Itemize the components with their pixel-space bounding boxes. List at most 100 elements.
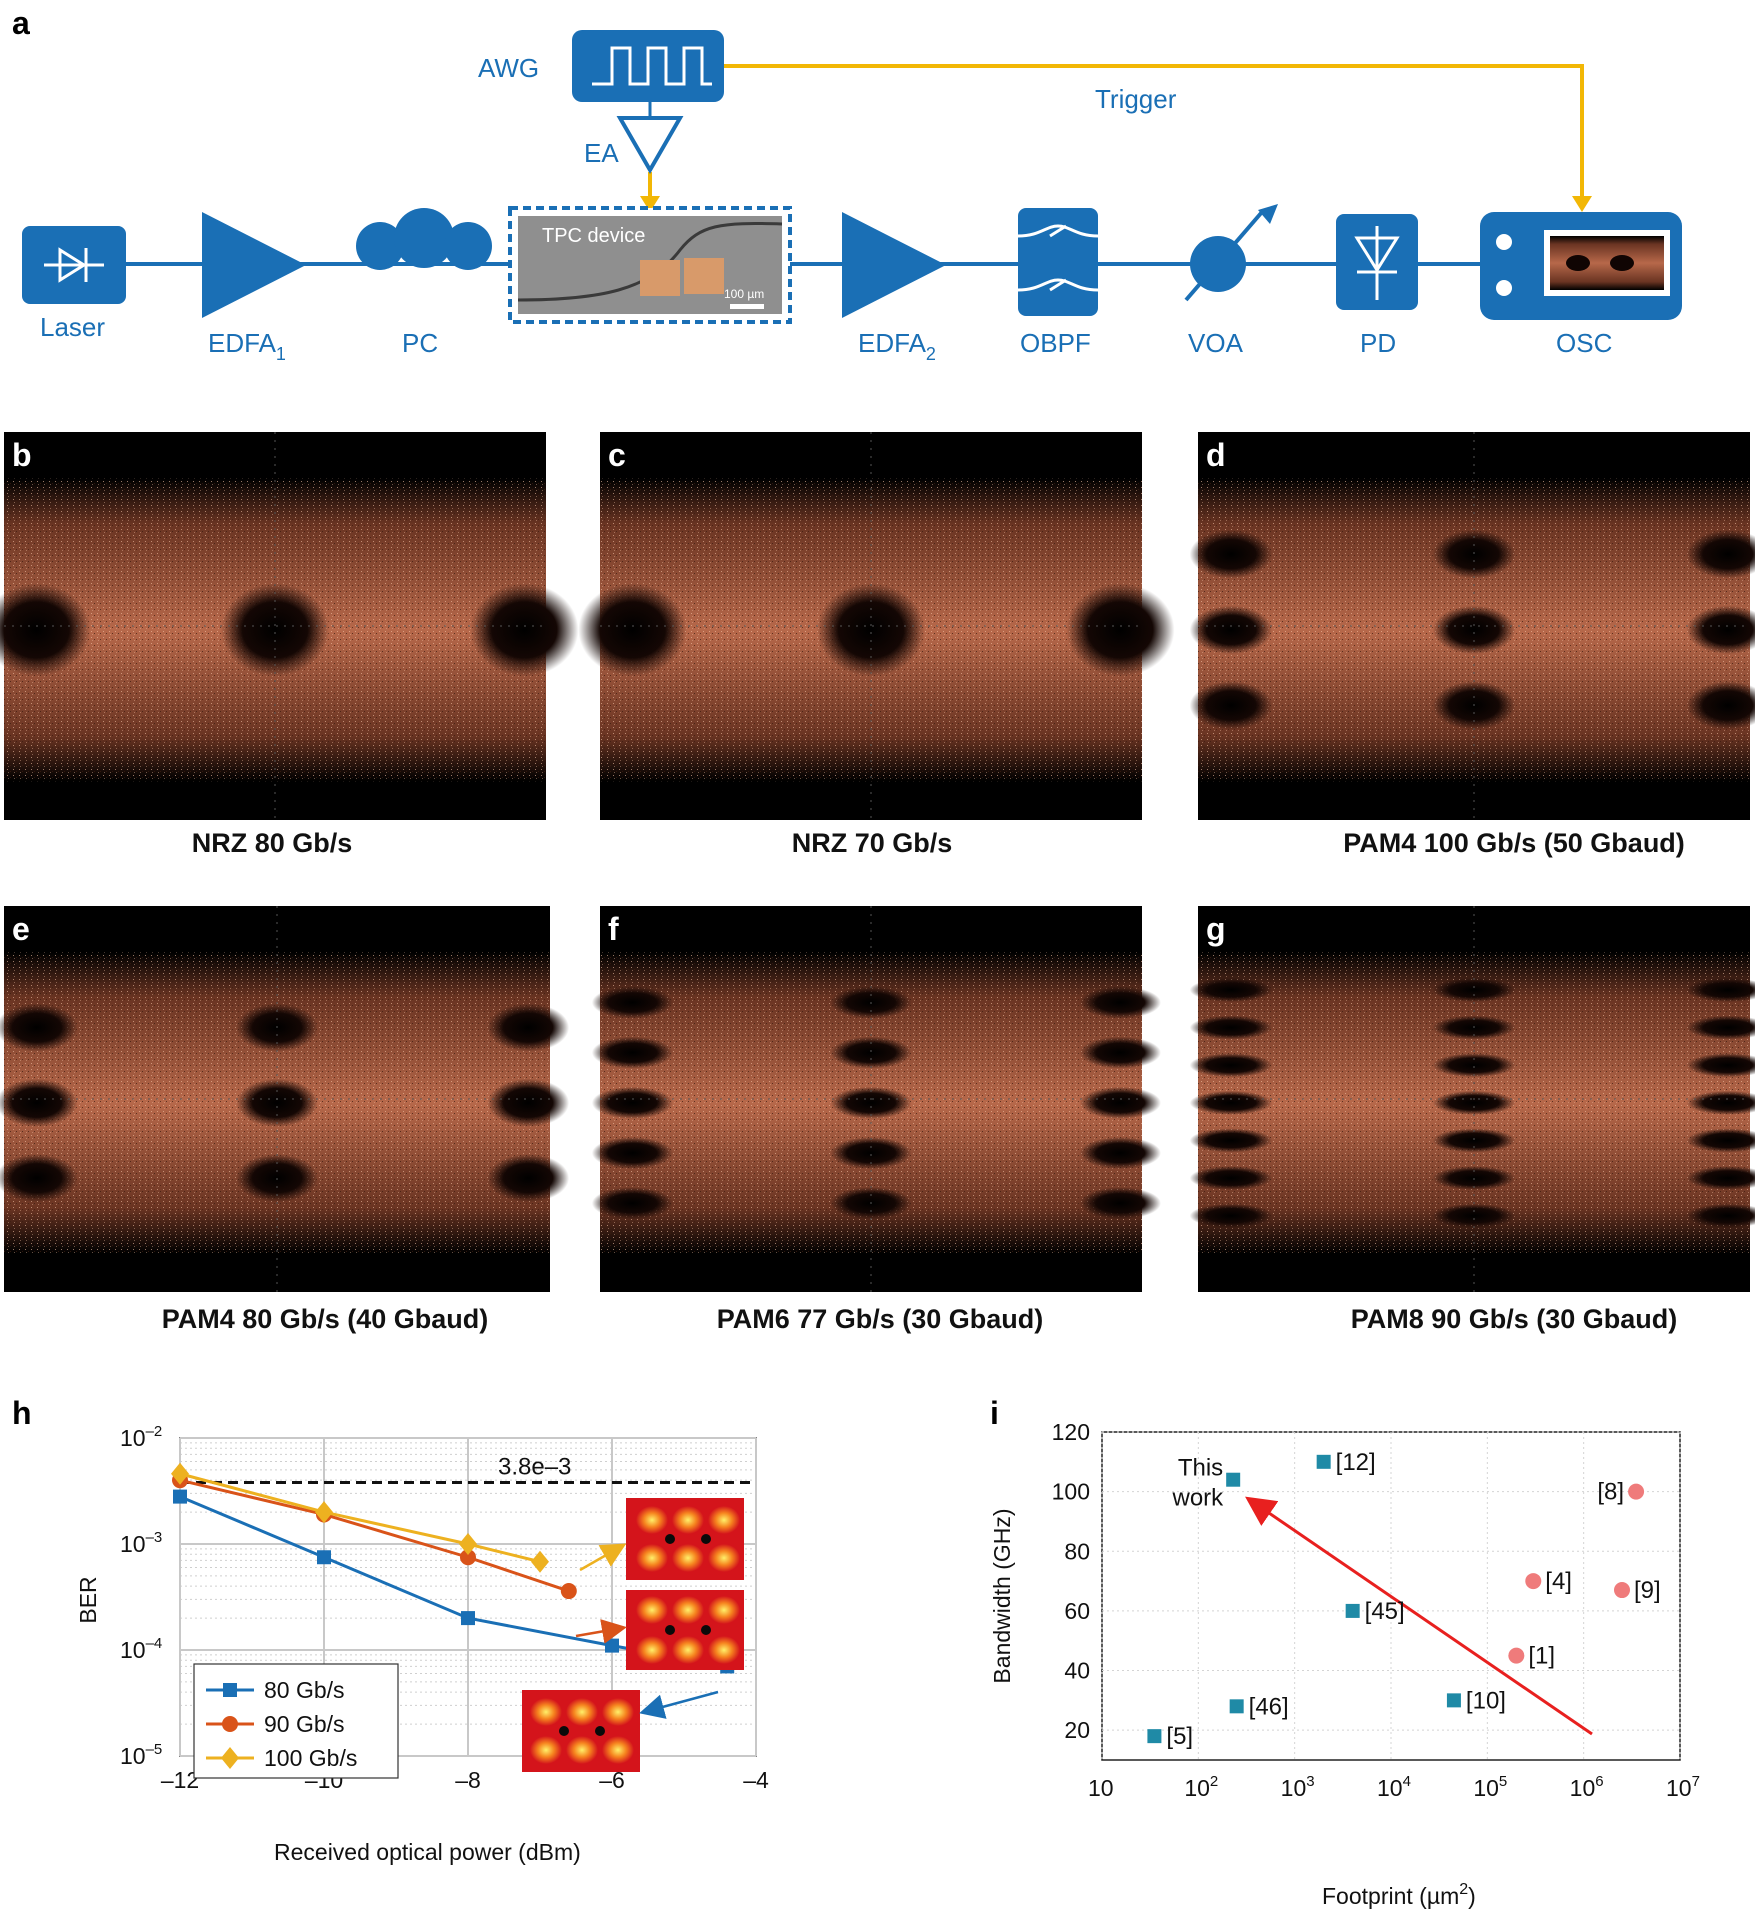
eye-opening — [1432, 1203, 1516, 1228]
data-point — [1345, 1603, 1360, 1618]
this-work-label: This — [1178, 1455, 1223, 1482]
edfa2-label: EDFA2 — [858, 328, 936, 364]
osc-knob — [1496, 234, 1512, 250]
edfa1-label: EDFA1 — [208, 328, 286, 364]
eye-opening — [220, 583, 330, 677]
legend-marker — [221, 1747, 239, 1769]
eye-opening — [816, 583, 926, 677]
eye-caption: PAM4 100 Gb/s (50 Gbaud) — [1343, 828, 1685, 858]
x-tick-label: 104 — [1377, 1773, 1411, 1801]
ea-label: EA — [584, 138, 619, 168]
y-tick-base: 10 — [120, 1637, 146, 1663]
obpf-label: OBPF — [1020, 328, 1091, 358]
eye-opening — [1686, 1090, 1755, 1115]
data-point — [1446, 1693, 1461, 1708]
data-point — [1628, 1483, 1645, 1500]
panel-letter-d: d — [1206, 437, 1226, 473]
voa-label: VOA — [1188, 328, 1244, 358]
eye-opening — [1189, 530, 1273, 579]
eye-opening — [1079, 1187, 1161, 1220]
mode-profile-inset — [626, 1590, 744, 1670]
awg-label: AWG — [478, 53, 539, 83]
x-tick-label: 105 — [1473, 1773, 1507, 1801]
y-tick-label: 10–2 — [120, 1423, 162, 1451]
mode-profile-inset — [626, 1498, 744, 1580]
eye-opening — [1686, 1203, 1755, 1228]
data-point — [173, 1489, 187, 1504]
voa-arrowhead — [1258, 204, 1278, 224]
amplifier-icon — [616, 116, 684, 175]
grid-i — [1101, 1431, 1681, 1760]
panel-letter-i: i — [990, 1395, 999, 1431]
data-point — [560, 1583, 577, 1600]
point-label: [5] — [1166, 1723, 1193, 1750]
eye-opening — [1189, 1166, 1273, 1191]
series-line — [179, 1472, 541, 1564]
eye-opening — [0, 1078, 78, 1127]
electrode-pad — [640, 260, 680, 296]
scale-bar-label: 100 µm — [724, 287, 764, 301]
eye-opening — [1079, 1036, 1161, 1069]
x-tick-label: 106 — [1570, 1773, 1604, 1801]
data-point — [315, 1501, 333, 1524]
x-tick-base: 10 — [1281, 1775, 1307, 1801]
y-tick-label: 40 — [1064, 1658, 1090, 1684]
eye-opening — [1686, 1128, 1755, 1153]
point-label: [4] — [1545, 1568, 1572, 1595]
x-tick-base: 10 — [1377, 1775, 1403, 1801]
y-tick-label: 10–5 — [120, 1741, 162, 1769]
x-tick-exponent: 3 — [1306, 1773, 1314, 1790]
data-point — [1229, 1699, 1244, 1714]
eye-opening — [0, 1154, 78, 1203]
y-tick-base: 10 — [120, 1425, 146, 1451]
filter-icon — [1017, 224, 1099, 292]
x-tick-base: 10 — [1473, 1775, 1499, 1801]
x-tick-label: –8 — [455, 1767, 481, 1793]
y-axis-label-h: BER — [75, 1576, 101, 1623]
point-label: [1] — [1528, 1643, 1555, 1670]
y-tick-base: 10 — [120, 1743, 146, 1769]
edfa1-icon — [202, 212, 306, 318]
inset-arrow-90g — [575, 1619, 627, 1644]
x-tick-exponent: 7 — [1692, 1773, 1700, 1790]
eye-opening — [236, 1078, 318, 1127]
eye-opening — [1189, 1015, 1273, 1040]
eye-opening — [1432, 977, 1516, 1002]
trigger-line — [724, 64, 1584, 205]
point-label: [8] — [1597, 1479, 1624, 1506]
data-point — [1147, 1729, 1162, 1744]
x-tick-exponent: 4 — [1403, 1773, 1411, 1790]
eye-opening — [1189, 1090, 1273, 1115]
eye-opening — [487, 1078, 570, 1127]
point-label: [12] — [1336, 1449, 1376, 1476]
eye-caption: PAM4 80 Gb/s (40 Gbaud) — [162, 1304, 489, 1334]
eye-opening — [0, 1003, 78, 1052]
laser-diode-icon — [44, 247, 104, 283]
data-point — [1525, 1573, 1542, 1590]
eye-opening — [830, 1136, 912, 1170]
y-tick-label: 120 — [1052, 1419, 1090, 1445]
data-point — [605, 1638, 619, 1653]
y-tick-label: 10–4 — [120, 1635, 162, 1663]
panel-letter-f: f — [608, 911, 619, 947]
photodiode-icon — [1354, 226, 1400, 300]
laser-label: Laser — [40, 312, 105, 342]
panel-letter-b: b — [12, 437, 32, 473]
device-label: TPC device — [542, 225, 645, 247]
eye-opening — [1079, 1136, 1161, 1170]
eye-opening — [1079, 1086, 1161, 1119]
eye-opening — [1686, 681, 1755, 730]
eye-opening — [1686, 605, 1755, 655]
eye-opening — [1189, 977, 1273, 1002]
x-tick-label: –12 — [161, 1767, 199, 1793]
eye-opening — [578, 583, 687, 677]
y-tick-exponent: –3 — [146, 1529, 163, 1546]
data-point — [531, 1550, 549, 1573]
eye-opening — [1079, 986, 1161, 1019]
eye-opening — [487, 1154, 570, 1203]
legend-label: 80 Gb/s — [264, 1677, 345, 1703]
panel-h-ber-chart: h –12–10–8–6–410–210–310–410–5 3.8e–3 — [12, 1395, 769, 1865]
